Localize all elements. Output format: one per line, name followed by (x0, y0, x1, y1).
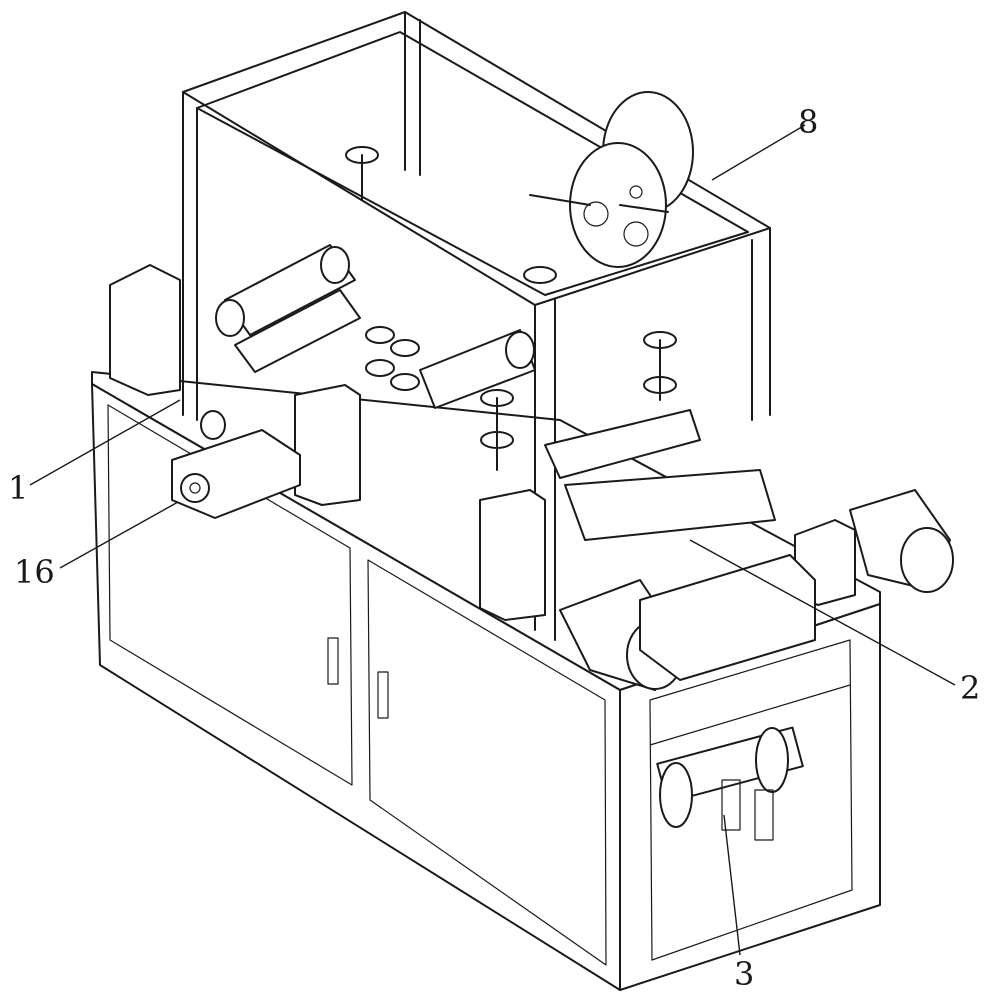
door-handle-right (377, 671, 389, 719)
leader-16 (59, 501, 179, 569)
mid-housing (479, 489, 546, 621)
leader-lines (29, 124, 956, 956)
door-handle-left (327, 637, 339, 685)
handwheel-5 (390, 373, 420, 391)
left-rear-housing (109, 264, 181, 396)
leader-1 (29, 399, 181, 486)
callout-label-1: 1 (8, 469, 29, 507)
upper-frame (182, 11, 771, 641)
callout-label-16: 16 (14, 553, 55, 591)
callout-label-3: 3 (734, 955, 755, 993)
handwheel-3 (390, 339, 420, 357)
drive-bay-opening (649, 639, 853, 961)
roller-end-4 (200, 410, 226, 440)
leader-3 (723, 814, 741, 956)
callout-label-8: 8 (798, 103, 819, 141)
right-motor-end (900, 527, 954, 593)
leader-8 (711, 124, 806, 181)
front-cover-2 (639, 554, 816, 681)
roller-end-1 (215, 299, 245, 337)
leader-2 (689, 539, 956, 686)
reel-front-flange (569, 142, 667, 268)
unwind-reel (529, 91, 694, 268)
pulley-right (755, 727, 789, 793)
callout-label-2: 2 (960, 669, 981, 707)
center-housing (294, 384, 361, 506)
handwheel-2 (365, 326, 395, 344)
rollers (200, 244, 776, 541)
roller-end-2 (320, 246, 350, 284)
cabinet-door-right (367, 559, 607, 966)
handwheels (345, 146, 677, 471)
cabinet-door-left (107, 404, 353, 786)
pulley-left (659, 762, 693, 828)
motors (171, 429, 954, 691)
roller-end-3 (505, 331, 535, 369)
handwheel-4 (365, 359, 395, 377)
handwheel-8 (523, 266, 557, 284)
